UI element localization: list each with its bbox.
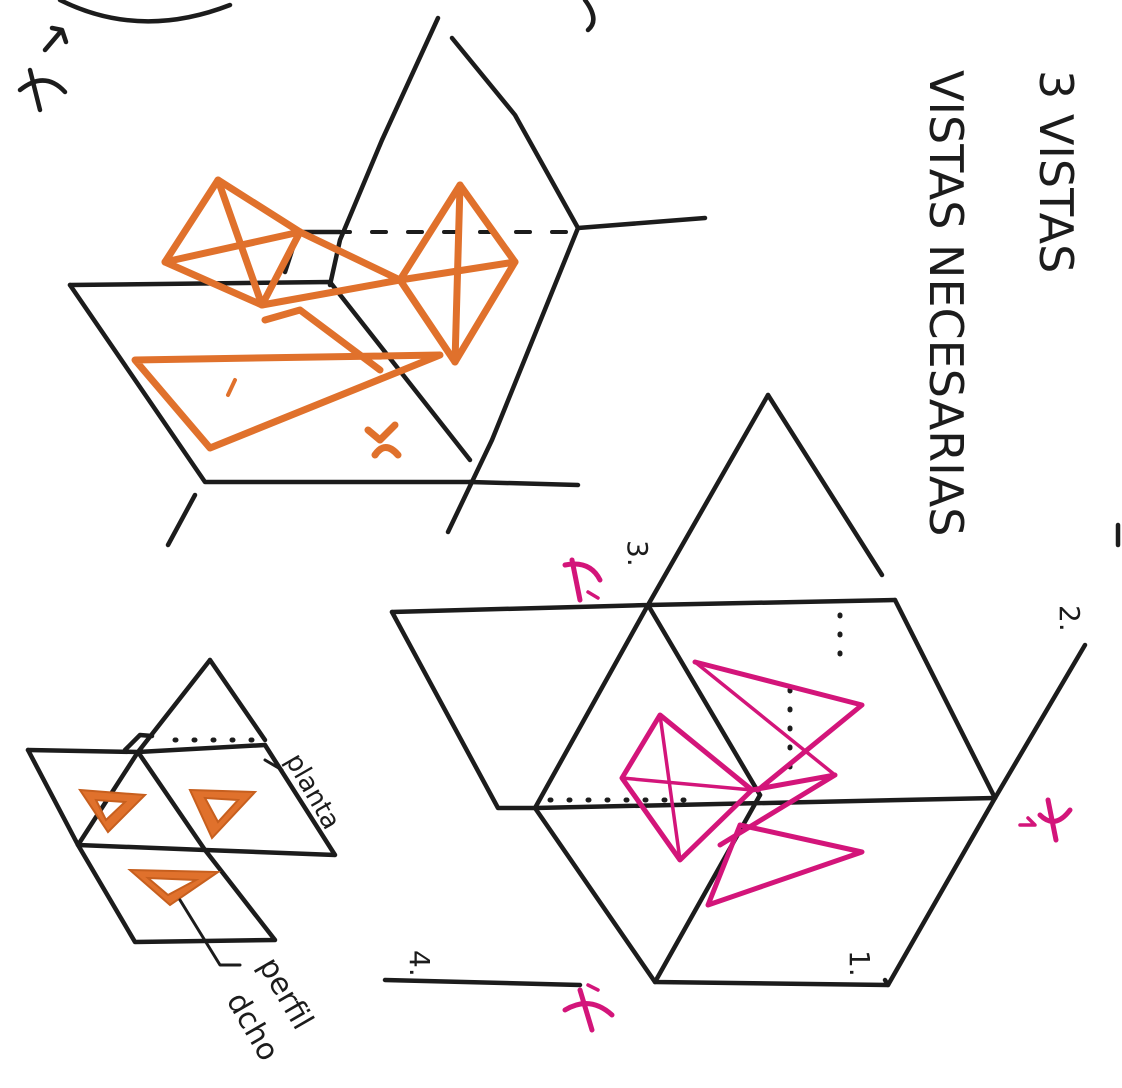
view-label-3: 3. xyxy=(621,540,654,567)
view-label-4: 4. xyxy=(403,950,436,977)
title-line-1: 3 VISTAS xyxy=(1029,70,1083,273)
eye-icon xyxy=(562,983,615,1033)
eye-icon xyxy=(1018,797,1073,843)
hexagon-diagram: 3. 2. 1. 4. xyxy=(382,392,1088,1033)
view-label-2: 2. xyxy=(1053,605,1086,632)
orange-shapes xyxy=(78,788,258,907)
eye-icon xyxy=(17,25,69,113)
view-label-1: 1. xyxy=(843,950,876,977)
top-isometric-sketch xyxy=(67,15,708,548)
title-block: 3 VISTAS VISTAS NECESARIAS xyxy=(919,70,1121,548)
eye-icon xyxy=(364,421,402,459)
top-mark xyxy=(582,0,596,33)
orange-solid xyxy=(131,176,519,452)
partial-circle xyxy=(57,0,233,24)
magenta-solid xyxy=(619,659,865,908)
top-left-marks xyxy=(17,0,596,113)
title-line-2: VISTAS NECESARIAS xyxy=(919,70,973,536)
eye-icon xyxy=(562,557,603,603)
